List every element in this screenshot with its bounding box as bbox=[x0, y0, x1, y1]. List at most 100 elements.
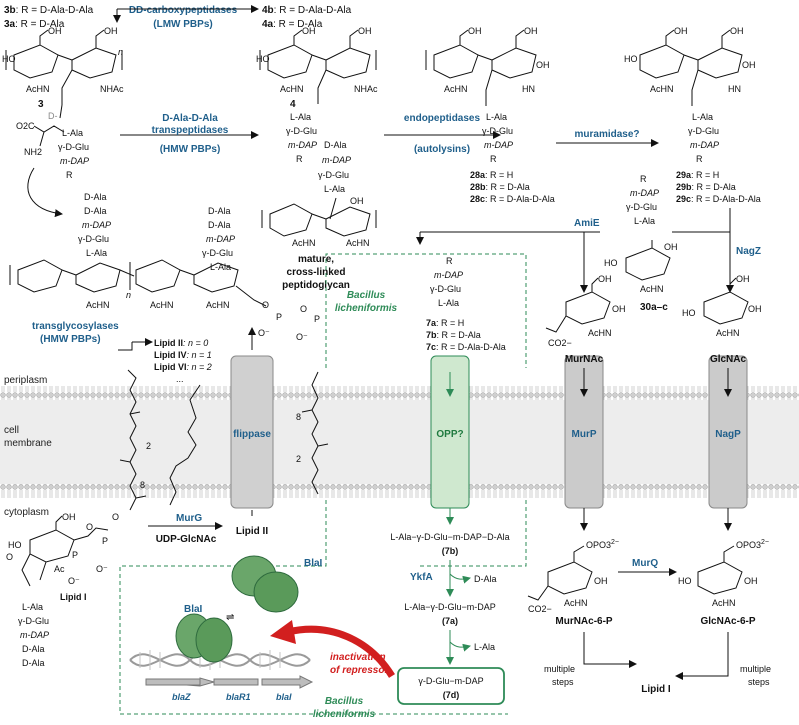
dala-released: D-Ala bbox=[474, 574, 497, 584]
ho-29: HO bbox=[624, 54, 638, 64]
lipid-ii-label: Lipid II bbox=[236, 526, 268, 537]
series-29-c: 29c: R = D-Ala-D-Ala bbox=[676, 194, 761, 204]
pep7-dap: m-DAP bbox=[434, 270, 463, 280]
pep7-ala: L-Ala bbox=[438, 298, 459, 308]
pep28-2: γ-D-Glu bbox=[482, 126, 513, 136]
pep28-3: m-DAP bbox=[484, 140, 513, 150]
lipid-i-pep-5: D-Ala bbox=[22, 658, 45, 668]
gene-blar1: blaR1 bbox=[226, 692, 251, 702]
transpeptidases-line3: (HMW PBPs) bbox=[160, 144, 221, 155]
series-7-c: 7c: R = D-Ala-D-Ala bbox=[426, 342, 506, 352]
glcnac6p-phosphate: OPO32− bbox=[736, 539, 769, 550]
oh-3a: OH bbox=[48, 26, 62, 36]
ho-lipid-i: HO bbox=[8, 540, 22, 550]
ho-30: HO bbox=[604, 258, 618, 268]
murnac-structure bbox=[545, 277, 611, 333]
lala-release bbox=[449, 641, 471, 652]
oh-glcnac: OH bbox=[736, 274, 750, 284]
isoprene-count-8-left: 8 bbox=[140, 480, 145, 490]
crosslink-dala: D-Ala bbox=[324, 140, 347, 150]
glcnac-structure bbox=[703, 277, 749, 325]
tripeptide-id: (7a) bbox=[442, 616, 458, 626]
lipid-top-4: γ-D-Glu bbox=[78, 234, 109, 244]
amino-label: NH2 bbox=[24, 147, 42, 157]
achn-3: AcHN bbox=[26, 84, 50, 94]
p2-lipid-i: P bbox=[102, 536, 108, 546]
blai-free-label: BlaI bbox=[304, 558, 323, 569]
isoprene-count-2-right: 2 bbox=[296, 454, 301, 464]
o2-lipid-i: O bbox=[112, 512, 119, 522]
udp-glcnac-label: UDP-GlcNAc bbox=[156, 534, 217, 545]
pep4-3: m-DAP bbox=[288, 140, 317, 150]
murnac6p-structure bbox=[527, 545, 593, 601]
amie-label: AmiE bbox=[574, 218, 600, 229]
pep7-r: R bbox=[446, 256, 453, 266]
pep3-4: R bbox=[66, 170, 73, 180]
series-28-list: 28a: R = H 28b: R = D-Ala 28c: R = D-Ala… bbox=[470, 170, 555, 204]
multiple-steps-left-1: multiple bbox=[544, 664, 575, 674]
oh-murnac: OH bbox=[598, 274, 612, 284]
series-7-b: 7b: R = D-Ala bbox=[426, 330, 481, 340]
organism-top-line1: Bacillus bbox=[347, 290, 386, 301]
lipid-ii-row: Lipid II: n = 0 bbox=[154, 338, 208, 348]
pep4-4: R bbox=[296, 154, 303, 164]
lipid-i-pep-1: L-Ala bbox=[22, 602, 43, 612]
inactivation-line1: inactivation bbox=[330, 652, 386, 663]
compound-4-id: 4 bbox=[290, 99, 296, 110]
dipeptide-id: (7d) bbox=[443, 690, 460, 700]
hn-29: HN bbox=[728, 84, 741, 94]
lipid-i-right-label: Lipid I bbox=[641, 684, 671, 695]
oh-mature: OH bbox=[350, 196, 364, 206]
phosphate-p2: P bbox=[314, 314, 320, 324]
lala-released: L-Ala bbox=[474, 642, 495, 652]
series-28-b: 28b: R = D-Ala bbox=[470, 182, 530, 192]
achn-29: AcHN bbox=[650, 84, 674, 94]
achn-glcnac6p: AcHN bbox=[712, 598, 736, 608]
phosphate-o3: O⁻ bbox=[258, 328, 270, 338]
pep29-2: γ-D-Glu bbox=[688, 126, 719, 136]
series-29-a: 29a: R = H bbox=[676, 170, 719, 180]
organism-top-line2: licheniformis bbox=[335, 303, 398, 314]
compound-30-id: 30a–c bbox=[640, 302, 668, 313]
compound-28-structure bbox=[425, 29, 537, 106]
lipid-iv-row: Lipid IV: n = 1 bbox=[154, 350, 212, 360]
dipeptide: γ-D-Glu−m-DAP bbox=[418, 676, 483, 686]
ho-glcnac: HO bbox=[682, 308, 696, 318]
tetrapeptide-id: (7b) bbox=[442, 546, 459, 556]
flippase-label: flippase bbox=[233, 429, 271, 440]
lipid-vi-row: Lipid VI: n = 2 bbox=[154, 362, 212, 372]
lipid-intermediate-structure bbox=[9, 259, 267, 307]
n-lipid: n bbox=[126, 290, 131, 300]
achn-murnac6p: AcHN bbox=[564, 598, 588, 608]
murg-label: MurG bbox=[176, 513, 202, 524]
crosslink-lala: L-Ala bbox=[324, 184, 345, 194]
achn-murnac: AcHN bbox=[588, 328, 612, 338]
achn-lipid-3: AcHN bbox=[206, 300, 230, 310]
compound-4a-row: 4a: R = D-Ala bbox=[262, 19, 323, 30]
pep28-4: R bbox=[490, 154, 497, 164]
gene-blai: blaI bbox=[276, 692, 292, 702]
transglycosylases-line1: transglycosylases bbox=[32, 321, 119, 332]
oh-29c: OH bbox=[742, 60, 756, 70]
crosslink-mdap: m-DAP bbox=[322, 155, 351, 165]
cell-label: cell bbox=[4, 425, 19, 436]
mature-line2: cross-linked bbox=[287, 267, 346, 278]
pep4-1: L-Ala bbox=[290, 112, 311, 122]
lipid-top-3: m-DAP bbox=[82, 220, 111, 230]
compound-4-structure bbox=[259, 29, 377, 104]
lipid-right-2: D-Ala bbox=[208, 220, 231, 230]
multiple-steps-left-2: steps bbox=[552, 677, 574, 687]
organism-bottom-line1: Bacillus bbox=[325, 696, 364, 707]
nhac-3: NHAc bbox=[100, 84, 124, 94]
transpeptidases-line2: transpeptidases bbox=[152, 125, 229, 136]
tripeptide: L-Ala−γ-D-Glu−m-DAP bbox=[404, 602, 496, 612]
o1-lipid-i: O bbox=[86, 522, 93, 532]
d-label: D- bbox=[48, 111, 58, 121]
organism-bottom-line2: licheniformis bbox=[313, 709, 376, 720]
lipid-top-1: D-Ala bbox=[84, 192, 107, 202]
transglycosylase-arrow-group bbox=[118, 338, 153, 351]
lipid-i-left-label: Lipid I bbox=[60, 592, 87, 602]
nagz-label: NagZ bbox=[736, 246, 761, 257]
oh-28b: OH bbox=[524, 26, 538, 36]
murnac6p-label: MurNAc-6-P bbox=[555, 616, 613, 627]
